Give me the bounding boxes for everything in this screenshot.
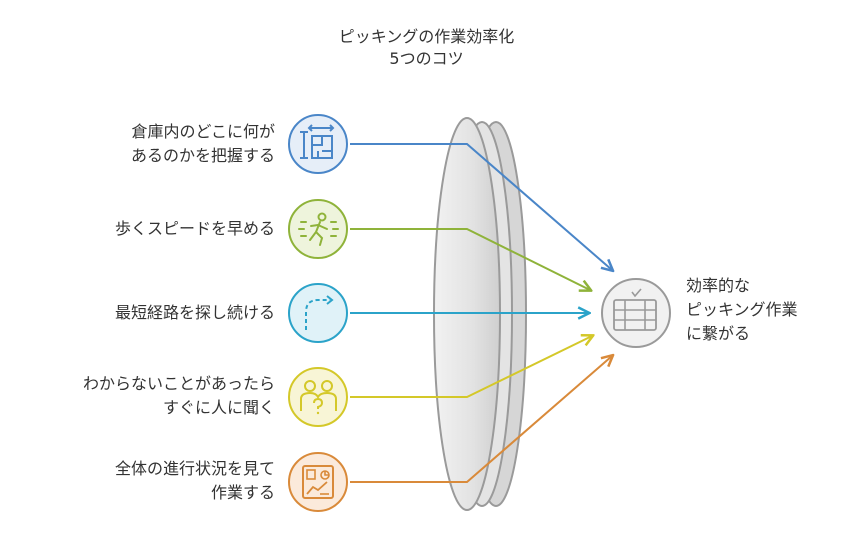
tip-5-line-1: 全体の進行状況を見て (114, 459, 275, 478)
shelf-check-icon (601, 278, 671, 348)
result-label: 効率的な ピッキング作業 に繋がる (686, 274, 851, 346)
arrow-tip-2 (350, 228, 590, 290)
arrow-tip-5 (350, 356, 612, 483)
tip-label-2: 歩くスピードを早める (5, 217, 275, 241)
tip-label-3: 最短経路を探し続ける (5, 301, 275, 325)
tip-5-line-2: 作業する (210, 483, 275, 502)
tip-label-1: 倉庫内のどこに何が あるのかを把握する (5, 120, 275, 168)
diagram-title: ピッキングの作業効率化 5つのコツ (300, 26, 553, 70)
tip-4-line-1: わからないことがあったら (82, 374, 275, 393)
result-line-3: に繋がる (686, 324, 751, 343)
tip-label-4: わからないことがあったら すぐに人に聞く (5, 372, 275, 420)
result-line-2: ピッキング作業 (686, 300, 798, 319)
arrow-tip-1 (350, 143, 612, 270)
title-line-2: 5つのコツ (389, 49, 464, 68)
running-person-icon (288, 199, 348, 259)
progress-dashboard-icon (288, 452, 348, 512)
title-line-1: ピッキングの作業効率化 (338, 27, 515, 46)
ask-people-icon (288, 367, 348, 427)
arrow-tip-4 (350, 336, 592, 398)
result-line-1: 効率的な (686, 276, 751, 295)
warehouse-layout-icon (288, 114, 348, 174)
tip-label-5: 全体の進行状況を見て 作業する (5, 457, 275, 505)
tip-3-line-1: 最短経路を探し続ける (114, 303, 275, 322)
route-path-icon (288, 283, 348, 343)
tip-1-line-2: あるのかを把握する (130, 146, 275, 165)
tip-4-line-2: すぐに人に聞く (162, 398, 275, 417)
tip-2-line-1: 歩くスピードを早める (114, 219, 275, 238)
tip-1-line-1: 倉庫内のどこに何が (131, 122, 275, 141)
